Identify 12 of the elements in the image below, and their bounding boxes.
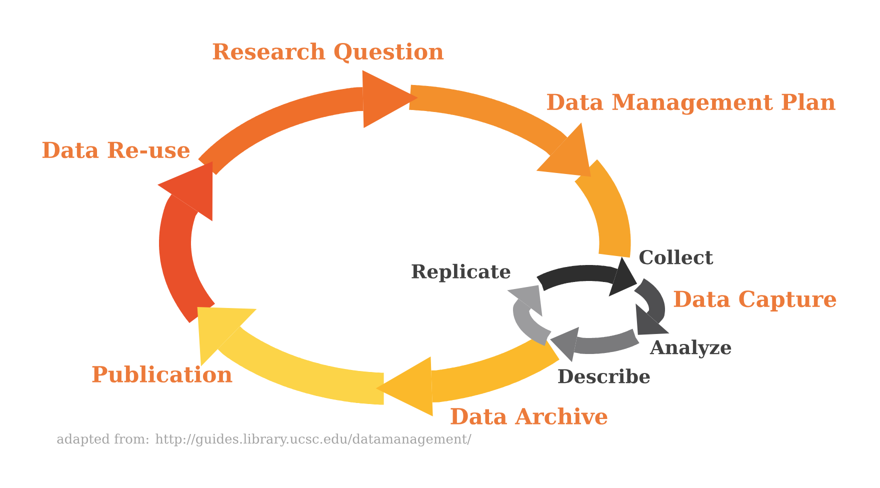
stage-label: Data Archive [450,408,608,425]
stage-label: Data Management Plan [547,93,836,115]
stage-label: Research Question [212,42,444,64]
step-label: Analyze [650,340,732,358]
step-label: Replicate [412,264,510,282]
cycle-arrow [632,277,670,335]
step-label: Collect [639,250,714,264]
source-note: adapted from: http://guides.library.ucsc.edu/datamanagement/ [57,434,472,446]
stage-label: Data Re-use [42,142,190,158]
step-label: Describe [558,368,650,384]
stage-label: Data Capture [674,290,836,312]
stage-label: Publication [92,366,232,383]
